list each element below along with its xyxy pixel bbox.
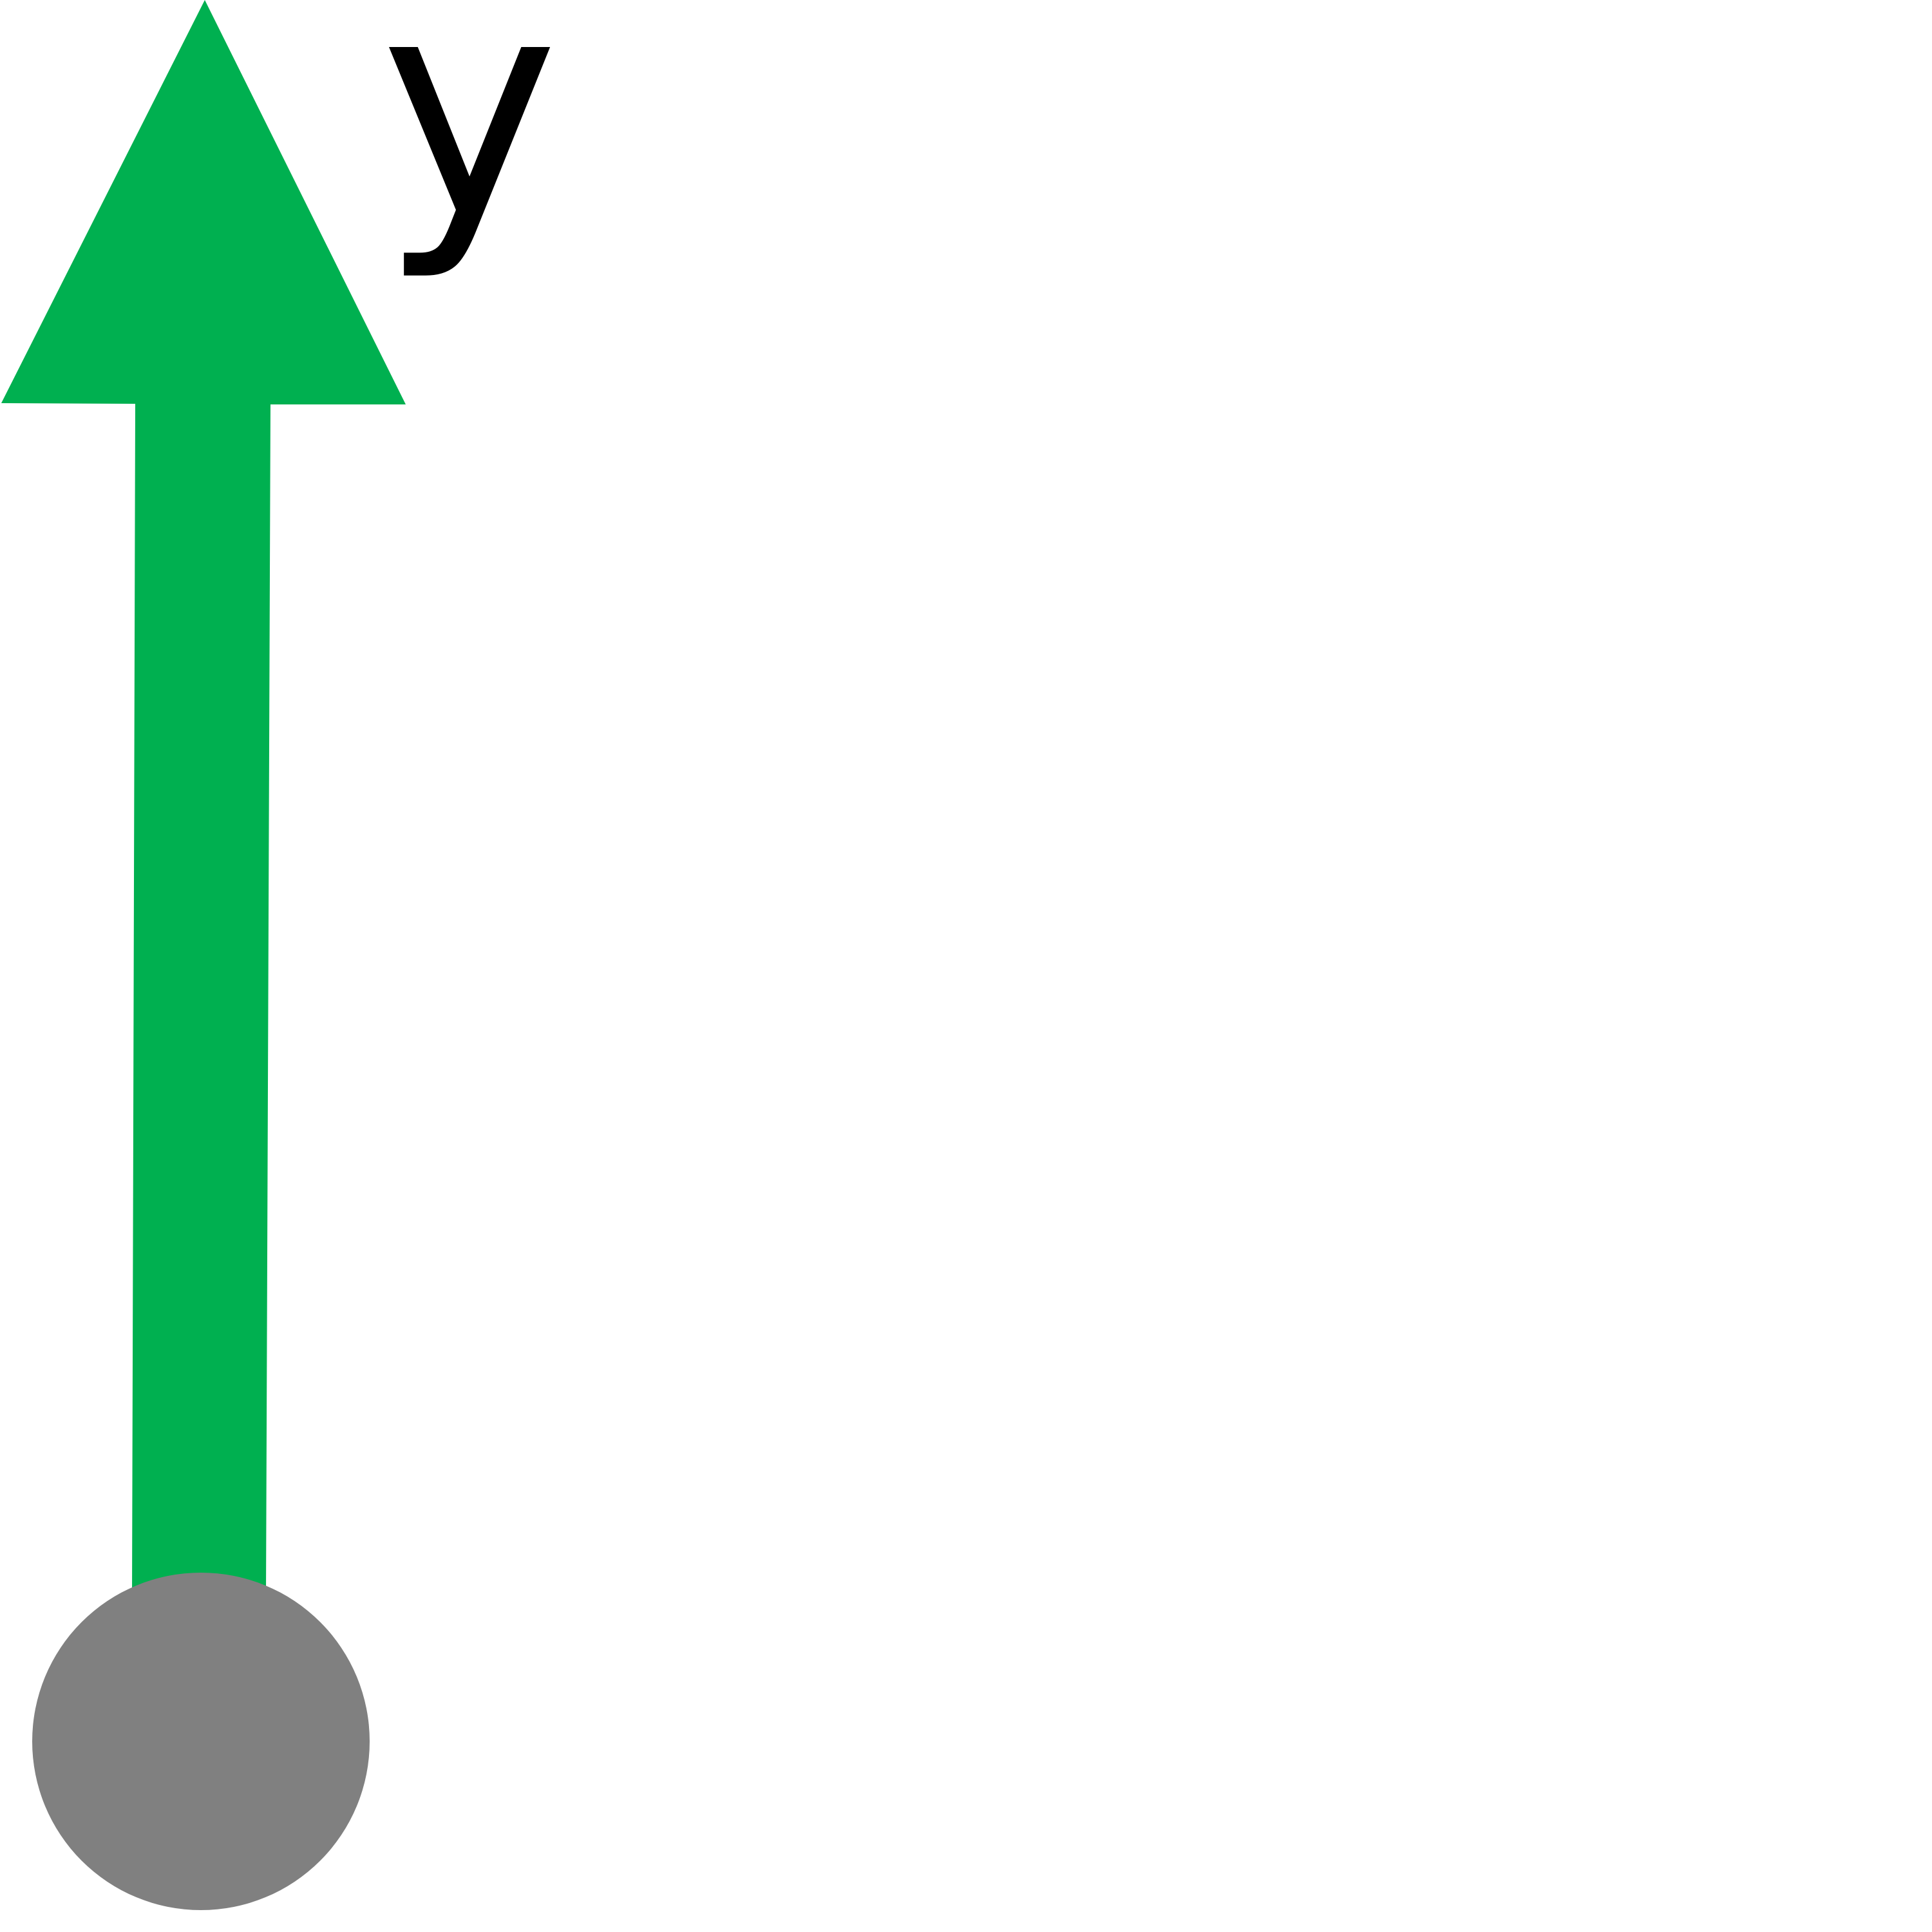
y-axis-arrow-icon <box>1 0 406 1597</box>
y-axis-label: y <box>380 0 559 284</box>
origin-circle-icon <box>32 1573 370 1910</box>
